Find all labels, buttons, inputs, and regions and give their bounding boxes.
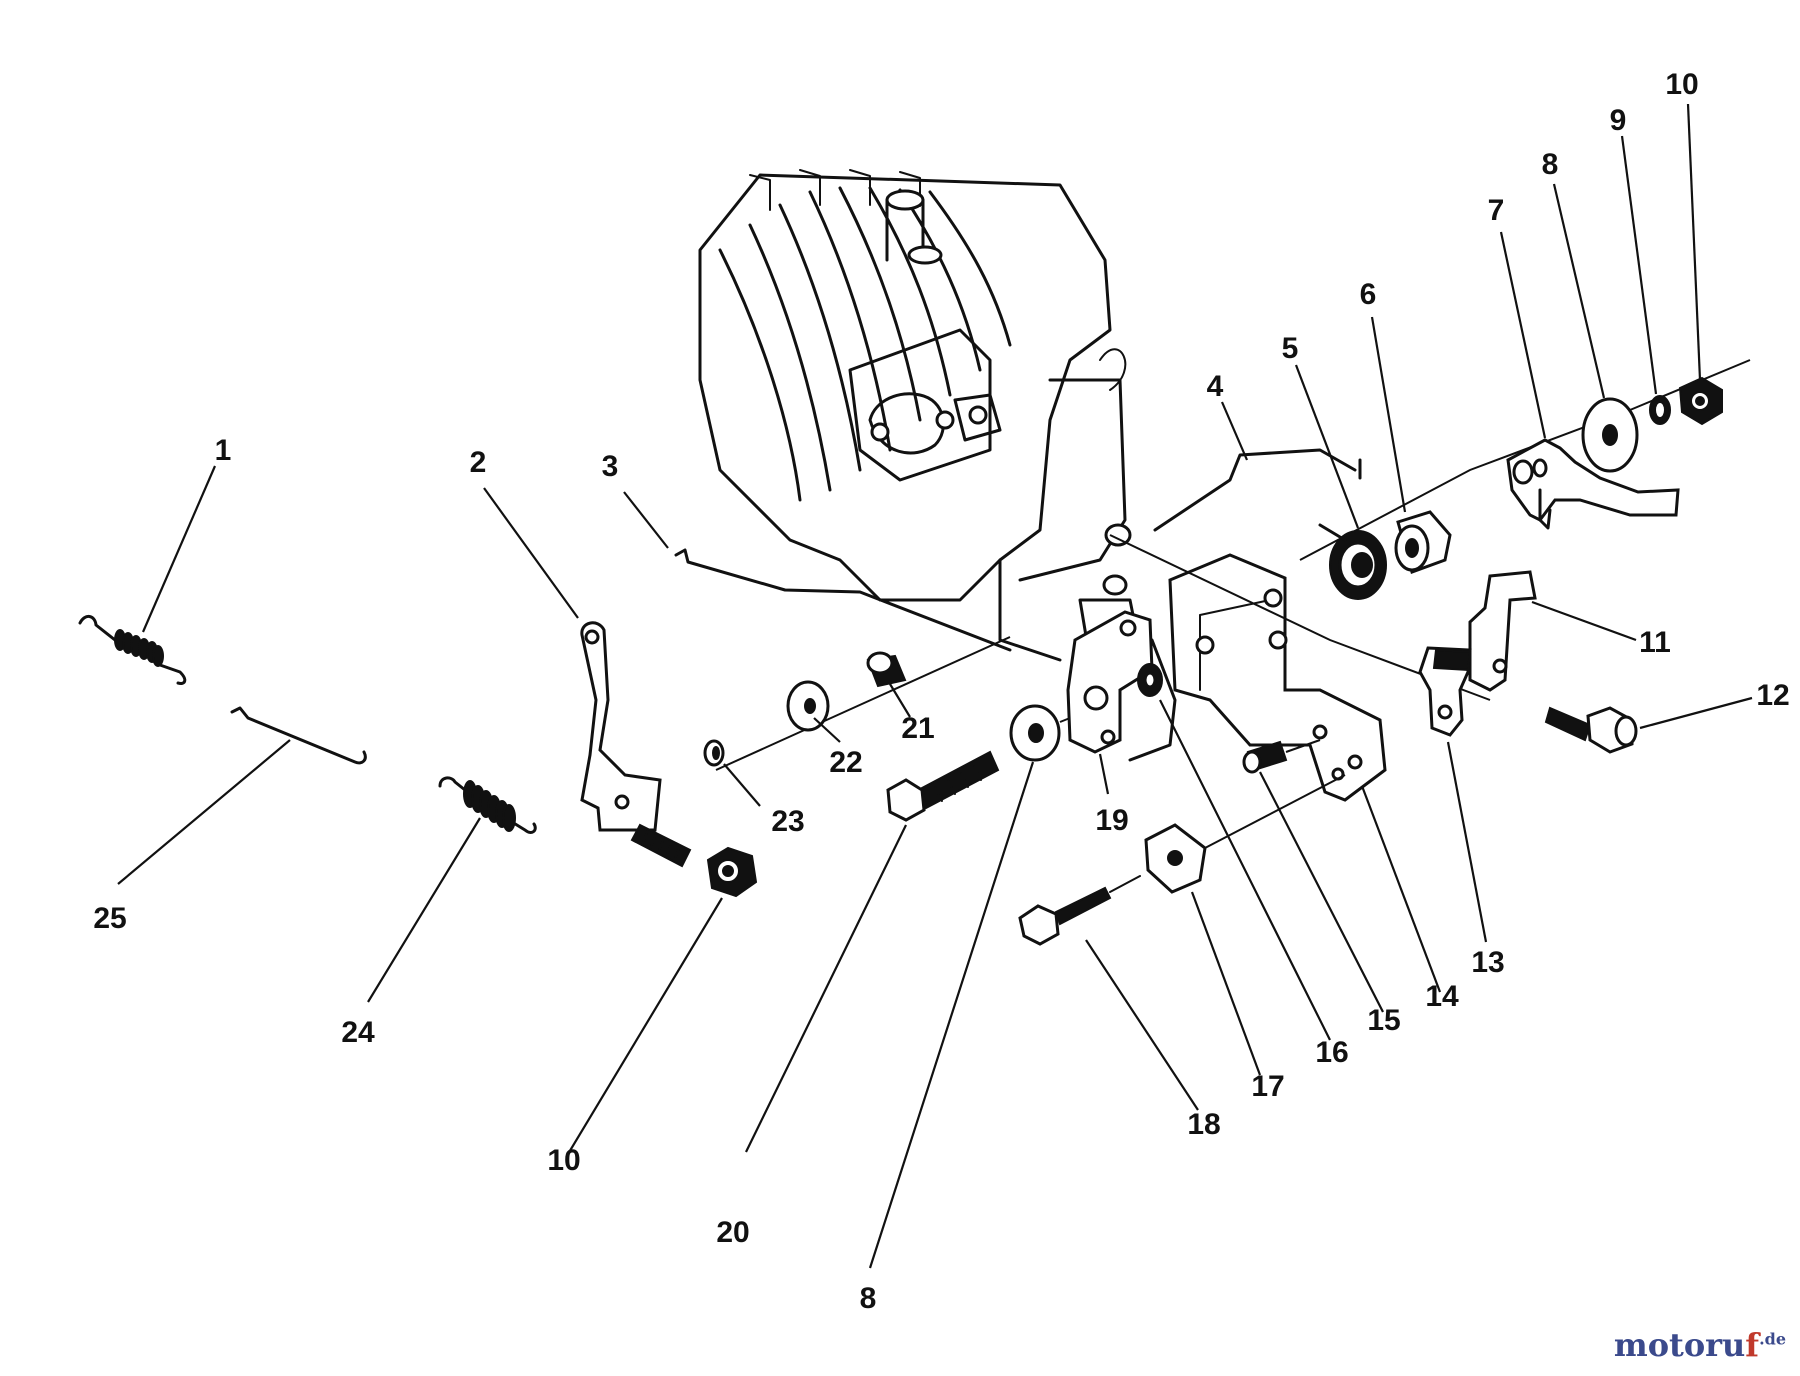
washer-part-23 [703,739,725,767]
part-label-17: 17 [1251,1070,1284,1103]
part-label-24: 24 [341,1016,375,1049]
link-rod-part-25 [230,706,367,765]
part-label-3: 3 [602,450,619,483]
part-label-19: 19 [1095,804,1128,837]
part-label-7: 7 [1488,194,1505,227]
control-bracket-part-19 [1066,610,1177,762]
lock-washer-part-9 [1649,395,1671,425]
part-label-1: 1 [215,434,232,467]
engine-block [698,169,1142,662]
part-label-6: 6 [1360,278,1377,311]
part-label-11: 11 [1639,626,1671,659]
watermark-tld: .de [1759,1329,1786,1349]
washer-part-8-lower [1009,704,1061,762]
part-label-8-upper: 8 [1542,148,1559,181]
part-label-2: 2 [470,446,487,479]
part-label-5: 5 [1282,332,1299,365]
linkage-rod-part-3 [674,548,1012,652]
rod-part-4 [1153,448,1362,532]
pin-part-15 [1242,740,1288,774]
washer-part-8-upper [1581,397,1639,473]
part-label-8-lower: 8 [860,1282,877,1315]
screw-part-12 [1544,706,1638,754]
leader-lines [117,103,1753,1269]
lever-part-7 [1506,438,1680,530]
part-label-21: 21 [901,712,934,745]
watermark-logo: motoruf.de [1614,1326,1786,1364]
assembly-axis-15 [1285,739,1321,753]
part-label-9: 9 [1610,104,1627,137]
assembly-axis-left [715,636,1011,771]
bushing-part-6 [1394,510,1452,574]
part-label-15: 15 [1367,1004,1400,1037]
part-label-14: 14 [1425,980,1459,1013]
part-label-18: 18 [1187,1108,1220,1141]
part-label-20: 20 [716,1216,749,1249]
bracket-part-11 [1468,570,1537,692]
part-label-16: 16 [1315,1036,1348,1069]
part-labels: 1 2 3 4 5 6 7 8 9 10 11 12 13 14 15 16 1… [93,68,1789,1315]
watermark-text: motoru [1613,1326,1746,1364]
speed-control-plate [1168,553,1387,802]
clip-part-13 [1418,646,1472,737]
part-label-13: 13 [1471,946,1504,979]
spring-part-24 [438,776,537,834]
spring-part-5 [1318,523,1387,600]
part-label-10-lower: 10 [547,1144,580,1177]
part-label-4: 4 [1207,370,1224,403]
washer-part-22 [786,680,830,732]
part-label-12: 12 [1756,679,1789,712]
part-label-25: 25 [93,902,126,935]
screw-part-18 [1018,875,1141,946]
part-label-22: 22 [829,746,862,779]
nut-part-10-lower [706,846,758,898]
part-label-23: 23 [771,805,804,838]
assembly-axis-17 [1204,774,1346,849]
governor-lever-part-2 [580,621,692,868]
bolt-part-20 [886,750,1000,822]
part-label-10-upper: 10 [1665,68,1698,101]
spring-part-1 [78,615,187,685]
bushing-part-21 [866,651,907,688]
watermark-accent: f [1745,1326,1760,1364]
clip-part-17 [1144,823,1207,894]
spring-part-16 [1137,663,1163,697]
nut-part-10-upper [1678,376,1723,426]
